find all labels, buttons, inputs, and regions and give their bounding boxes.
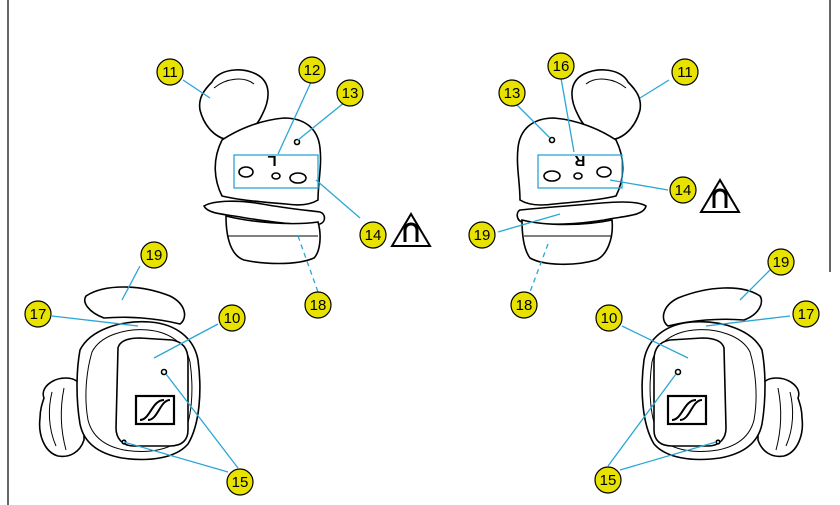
callout-12: 12 bbox=[299, 57, 325, 83]
callout-label: 15 bbox=[232, 474, 249, 491]
callout-18: 18 bbox=[511, 292, 537, 318]
callout-10: 10 bbox=[219, 305, 245, 331]
callout-label: 19 bbox=[474, 227, 491, 244]
callout-label: 16 bbox=[553, 58, 570, 75]
callout-label: 14 bbox=[365, 227, 382, 244]
callout-19: 19 bbox=[469, 222, 495, 248]
callout-label: 11 bbox=[162, 64, 178, 81]
callout-label: 19 bbox=[146, 247, 163, 264]
callout-label: 18 bbox=[516, 297, 533, 314]
callout-15: 15 bbox=[595, 467, 621, 493]
callout-label: 10 bbox=[224, 310, 241, 327]
callout-14: 14 bbox=[670, 177, 696, 203]
callout-label: 18 bbox=[310, 297, 327, 314]
left-earbud-top-view: L bbox=[183, 70, 430, 292]
left-side-marking: L bbox=[267, 152, 276, 169]
left-earbud-front-view bbox=[40, 266, 238, 472]
callout-11: 11 bbox=[157, 59, 183, 85]
magnet-warning-icon bbox=[392, 214, 430, 246]
right-earbud-front-view bbox=[608, 270, 802, 470]
callout-10: 10 bbox=[596, 305, 622, 331]
callout-13: 13 bbox=[337, 80, 363, 106]
callout-label: 12 bbox=[304, 62, 321, 79]
callout-17: 17 bbox=[793, 301, 819, 327]
callout-19: 19 bbox=[141, 242, 167, 268]
callout-label: 17 bbox=[30, 306, 47, 323]
callout-16: 16 bbox=[548, 53, 574, 79]
callout-11: 11 bbox=[672, 59, 698, 85]
sennheiser-logo-icon bbox=[136, 396, 174, 424]
callout-label: 11 bbox=[677, 64, 693, 81]
callout-19: 19 bbox=[768, 249, 794, 275]
callout-15: 15 bbox=[227, 469, 253, 495]
magnet-warning-icon bbox=[701, 180, 739, 212]
callout-13: 13 bbox=[499, 80, 525, 106]
callout-18: 18 bbox=[305, 292, 331, 318]
callout-label: 13 bbox=[342, 85, 359, 102]
right-side-marking: R bbox=[574, 152, 585, 169]
callout-label: 17 bbox=[798, 306, 815, 323]
callout-label: 14 bbox=[675, 182, 692, 199]
callout-17: 17 bbox=[25, 301, 51, 327]
callout-label: 10 bbox=[601, 310, 618, 327]
callout-label: 13 bbox=[504, 85, 521, 102]
callout-label: 19 bbox=[773, 254, 790, 271]
sennheiser-logo-icon bbox=[668, 396, 706, 424]
callout-label: 15 bbox=[600, 472, 617, 489]
callout-14: 14 bbox=[360, 222, 386, 248]
right-earbud-top-view: R bbox=[498, 70, 739, 292]
